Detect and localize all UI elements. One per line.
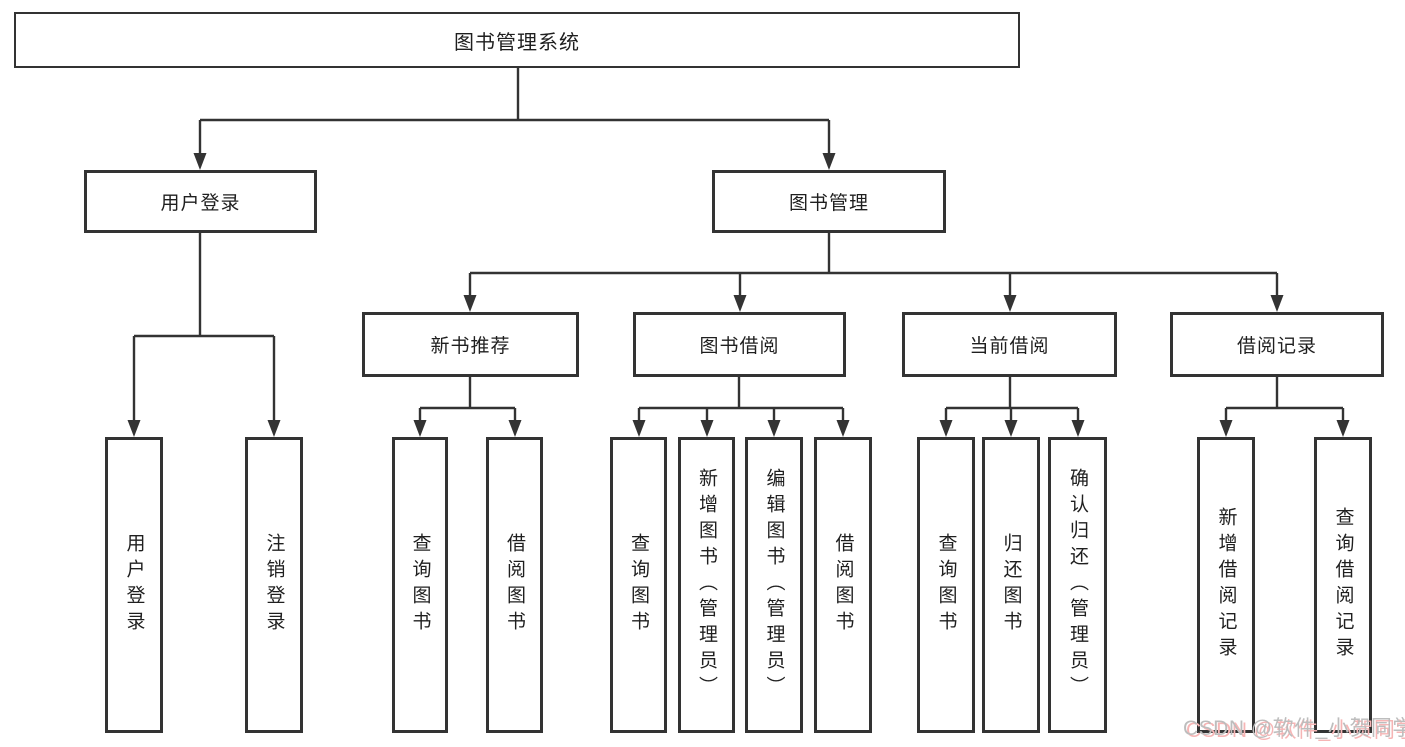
node-leaf-logout: 注销登录: [245, 437, 303, 733]
node-leaf-query-books: 查询图书: [610, 437, 667, 733]
node-leaf-add-books-admin: 新增图书（管理员）: [678, 437, 735, 733]
node-user-login-group: 用户登录: [84, 170, 317, 233]
csdn-watermark: CSDN @软件_小贺同学: [1183, 717, 1405, 740]
connector-new-book-recommend-to-leaves: [413, 377, 522, 437]
node-leaf-add-borrow-record: 新增借阅记录: [1197, 437, 1255, 733]
connector-user-login-to-leaves: [127, 233, 281, 437]
node-leaf-query-books: 查询图书: [917, 437, 975, 733]
connector-borrowing-records-to-leaves: [1219, 377, 1350, 437]
node-leaf-edit-books-admin: 编辑图书（管理员）: [745, 437, 803, 733]
connector-book-borrowing-to-leaves: [632, 377, 850, 437]
node-leaf-query-borrow-record: 查询借阅记录: [1314, 437, 1372, 733]
node-leaf-user-login: 用户登录: [105, 437, 163, 733]
node-leaf-borrow-books: 借阅图书: [486, 437, 543, 733]
node-new-book-recommend: 新书推荐: [362, 312, 579, 377]
node-leaf-borrow-books: 借阅图书: [814, 437, 872, 733]
node-leaf-return-books: 归还图书: [982, 437, 1040, 733]
connector-book-management-to-level3: [463, 233, 1284, 312]
node-root-system: 图书管理系统: [14, 12, 1020, 68]
node-book-borrowing: 图书借阅: [633, 312, 846, 377]
node-leaf-confirm-return-admin: 确认归还（管理员）: [1048, 437, 1107, 733]
node-current-borrowing: 当前借阅: [902, 312, 1117, 377]
connector-root-to-level2: [193, 68, 836, 170]
connector-current-borrowing-to-leaves: [939, 377, 1085, 437]
node-book-management: 图书管理: [712, 170, 946, 233]
node-leaf-query-books: 查询图书: [392, 437, 448, 733]
node-borrowing-records: 借阅记录: [1170, 312, 1384, 377]
